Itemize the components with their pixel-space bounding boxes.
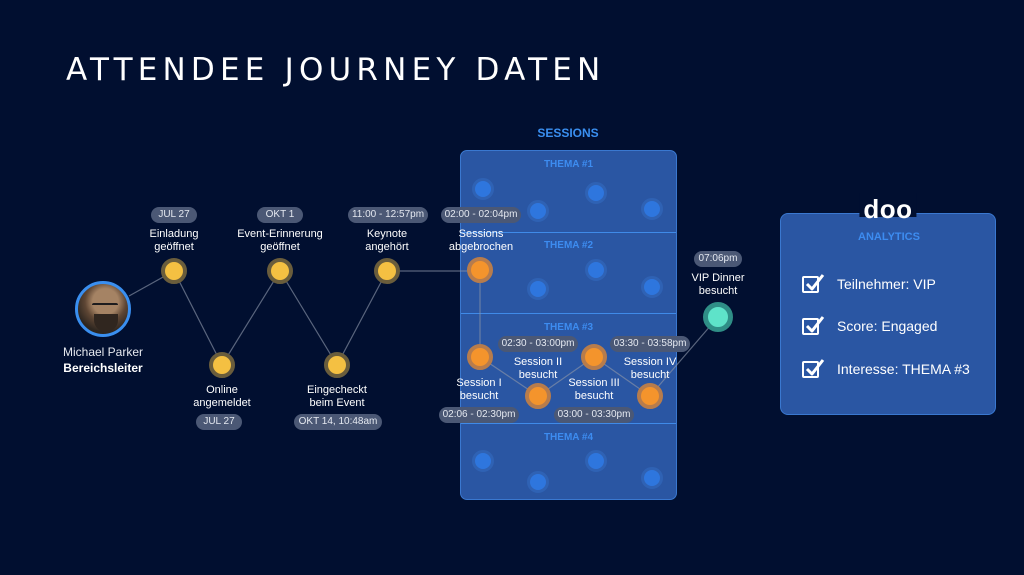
session-slot-dot[interactable] [472, 178, 494, 200]
date-pill: OKT 14, 10:48am [294, 414, 382, 430]
journey-node-online[interactable] [209, 352, 235, 378]
page-title: ATTENDEE JOURNEY DATEN [66, 52, 606, 88]
date-pill: 11:00 - 12:57pm [348, 207, 428, 223]
step-label-line: Session II [513, 356, 563, 368]
avatar-beard-shape [94, 314, 118, 332]
analytics-item: Interesse: THEMA #3 [802, 358, 970, 380]
analytics-item-label: Teilnehmer: VIP [837, 276, 936, 292]
step-label-session-1: Session I besucht [456, 377, 501, 403]
analytics-item-label: Score: Engaged [837, 318, 938, 334]
step-label-session-2: Session II besucht [514, 356, 562, 382]
date-pill: 03:00 - 03:30pm [554, 407, 634, 423]
analytics-panel [780, 213, 996, 415]
date-pill: JUL 27 [151, 207, 197, 223]
step-label-line: Einladung [149, 228, 199, 240]
step-label-line: besucht [698, 285, 738, 297]
step-label-keynote: Keynote angehört [365, 228, 408, 254]
step-label-line: Event-Erinnerung [237, 228, 323, 240]
date-pill: JUL 27 [196, 414, 242, 430]
date-pill: 02:00 - 02:04pm [441, 207, 521, 223]
thema-divider [461, 313, 676, 314]
step-label-line: besucht [459, 390, 499, 402]
step-label-line: Keynote [366, 228, 408, 240]
step-label-line: besucht [518, 369, 558, 381]
date-pill: 02:06 - 02:30pm [439, 407, 519, 423]
step-label-erinnerung: Event-Erinnerung geöffnet [237, 228, 323, 254]
step-label-line: Eingecheckt [307, 384, 367, 396]
step-label-line: angemeldet [193, 397, 251, 409]
step-label-line: Sessions [458, 228, 504, 240]
thema-divider [461, 232, 676, 233]
step-label-line: Session III [568, 377, 620, 389]
date-pill: OKT 1 [257, 207, 303, 223]
journey-node-session-3[interactable] [581, 344, 607, 370]
date-pill: 03:30 - 03:58pm [610, 336, 690, 352]
session-slot-dot[interactable] [527, 471, 549, 493]
journey-node-session-2[interactable] [525, 383, 551, 409]
thema-divider [461, 423, 676, 424]
session-slot-dot[interactable] [641, 198, 663, 220]
session-slot-dot[interactable] [641, 467, 663, 489]
journey-node-vip[interactable] [703, 302, 733, 332]
journey-node-abgebrochen[interactable] [467, 257, 493, 283]
session-slot-dot[interactable] [527, 278, 549, 300]
session-slot-dot[interactable] [585, 182, 607, 204]
step-label-line: VIP Dinner [691, 272, 745, 284]
session-slot-dot[interactable] [472, 450, 494, 472]
step-label-line: Session IV [623, 356, 677, 368]
date-pill: 07:06pm [694, 251, 742, 267]
analytics-item: Score: Engaged [802, 315, 937, 337]
step-label-line: Session I [456, 377, 502, 389]
date-pill: 02:30 - 03:00pm [498, 336, 578, 352]
analytics-item: Teilnehmer: VIP [802, 273, 936, 295]
checkbox-checked-icon [802, 315, 825, 335]
step-label-abgebrochen: Sessions abgebrochen [449, 228, 513, 254]
session-slot-dot[interactable] [585, 450, 607, 472]
step-label-online: Online angemeldet [193, 384, 251, 410]
journey-node-session-1[interactable] [467, 344, 493, 370]
thema-1-label: THEMA #1 [543, 159, 594, 170]
step-label-line: Online [206, 384, 238, 396]
step-label-line: beim Event [309, 397, 365, 409]
step-label-eingecheckt: Eingecheckt beim Event [307, 384, 367, 410]
step-label-line: geöffnet [154, 241, 194, 253]
avatar[interactable] [75, 281, 131, 337]
sessions-heading: SESSIONS [537, 126, 599, 140]
thema-2-label: THEMA #2 [543, 240, 594, 251]
session-slot-dot[interactable] [527, 200, 549, 222]
person-role: Bereichsleiter [63, 361, 143, 375]
avatar-glasses-shape [92, 303, 118, 311]
step-label-line: angehört [365, 241, 409, 253]
person-name: Michael Parker [62, 345, 144, 359]
journey-node-session-4[interactable] [637, 383, 663, 409]
sessions-panel: THEMA #1 THEMA #2 THEMA #3 THEMA #4 [460, 150, 677, 500]
journey-node-erinnerung[interactable] [267, 258, 293, 284]
journey-node-keynote[interactable] [374, 258, 400, 284]
thema-3-label: THEMA #3 [543, 322, 594, 333]
step-label-einladung: Einladung geöffnet [150, 228, 199, 254]
journey-node-eingecheckt[interactable] [324, 352, 350, 378]
analytics-subtitle: ANALYTICS [858, 231, 920, 243]
step-label-session-3: Session III besucht [568, 377, 619, 403]
brand-logo: doo [859, 193, 917, 224]
step-label-vip: VIP Dinner besucht [692, 272, 745, 298]
step-label-line: abgebrochen [448, 241, 514, 253]
thema-4-label: THEMA #4 [543, 432, 594, 443]
analytics-item-label: Interesse: THEMA #3 [837, 361, 970, 377]
step-label-session-4: Session IV besucht [624, 356, 677, 382]
session-slot-dot[interactable] [585, 259, 607, 281]
checkbox-checked-icon [802, 273, 825, 293]
step-label-line: besucht [574, 390, 614, 402]
checkbox-checked-icon [802, 358, 825, 378]
session-slot-dot[interactable] [641, 276, 663, 298]
journey-node-einladung[interactable] [161, 258, 187, 284]
step-label-line: besucht [630, 369, 670, 381]
step-label-line: geöffnet [260, 241, 300, 253]
